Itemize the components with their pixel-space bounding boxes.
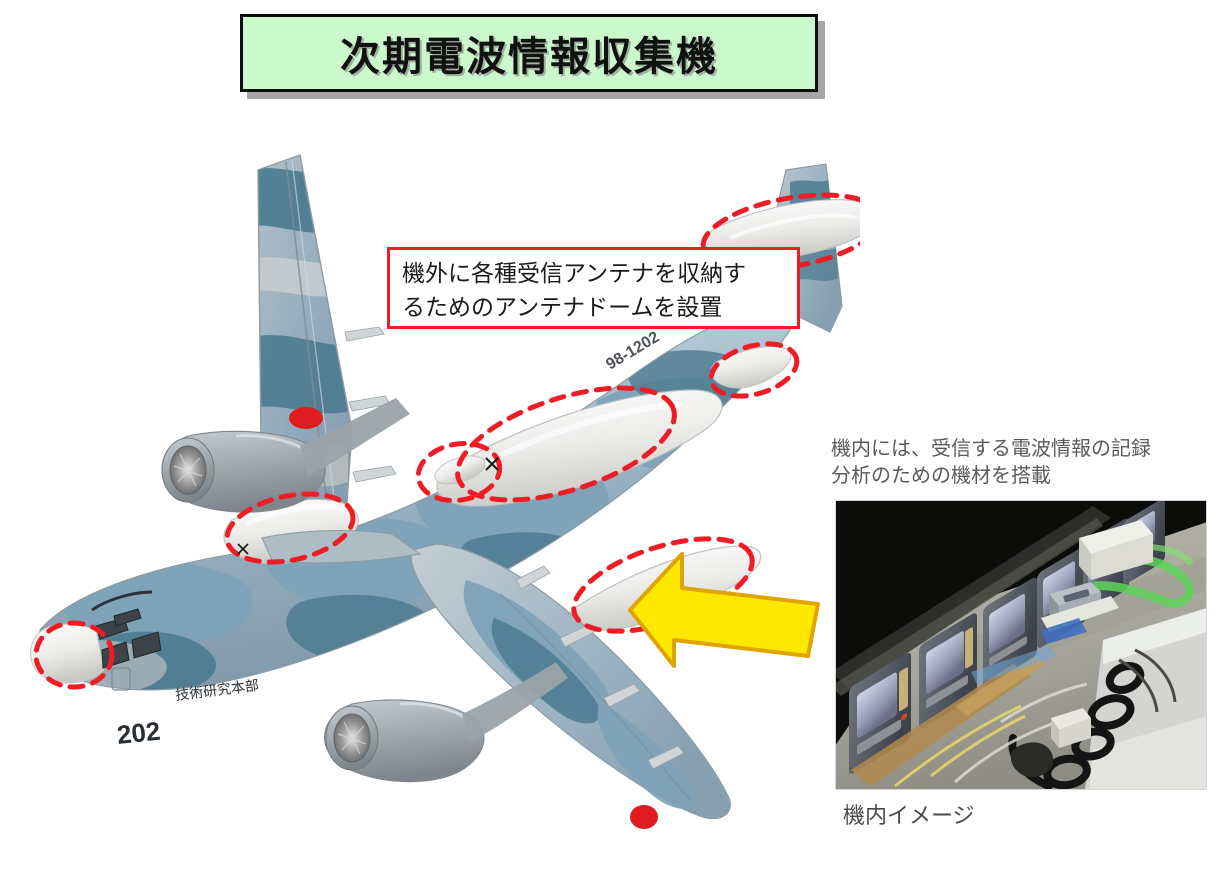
callout-line-1: 機外に各種受信アンテナを収納す [402, 260, 747, 286]
slide-title-box: 次期電波情報収集機 [240, 14, 818, 92]
interior-note-line-1: 機内には、受信する電波情報の記録 [831, 438, 1151, 460]
equipment-rack-right [1085, 608, 1207, 790]
nose-number-text: 202 [115, 716, 161, 750]
highlight-forward-left-dome [224, 491, 356, 565]
highlight-rear-right-dome [708, 341, 800, 399]
wing-antenna-blades [515, 565, 685, 770]
highlight-nose-radome [33, 620, 115, 690]
fuselage-door [111, 667, 131, 691]
highlight-dorsal-canoe-dome [455, 385, 677, 503]
aircraft-right-wing [410, 543, 731, 830]
callout-antenna-dome: 機外に各種受信アンテナを収納す るためのアンテナドームを設置 [387, 247, 800, 329]
page-title: 次期電波情報収集機 [340, 35, 718, 79]
callout-line-2: るためのアンテナドームを設置 [402, 294, 723, 320]
nose-radome [30, 623, 105, 684]
dome-mid-ventral [434, 455, 486, 485]
aircraft-left-wing-root [261, 530, 422, 564]
cabin-interior-photo [835, 500, 1207, 790]
aircraft-illustration: 技術研究本部 202 98-1202 [0, 110, 860, 830]
dome-dorsal-canoe [436, 389, 723, 507]
dark-bag-floor [1010, 742, 1054, 778]
equipment-box-top [1079, 520, 1153, 580]
engine-upper-left [161, 398, 410, 513]
roundel-left-wing [289, 407, 323, 429]
interior-equipment-note: 機内には、受信する電波情報の記録 分析のための機材を搭載 [831, 436, 1211, 490]
aircraft-fuselage: 技術研究本部 202 98-1202 [30, 305, 793, 750]
interior-note-line-2: 分析のための機材を搭載 [831, 465, 1051, 487]
yellow-pointer-arrow [626, 548, 826, 668]
small-white-unit [1051, 708, 1091, 748]
photo-caption: 機内イメージ [843, 803, 975, 828]
highlight-mid-ventral-dome [415, 441, 503, 503]
dome-rear-right [710, 345, 792, 389]
engine-lower-right [324, 662, 568, 783]
